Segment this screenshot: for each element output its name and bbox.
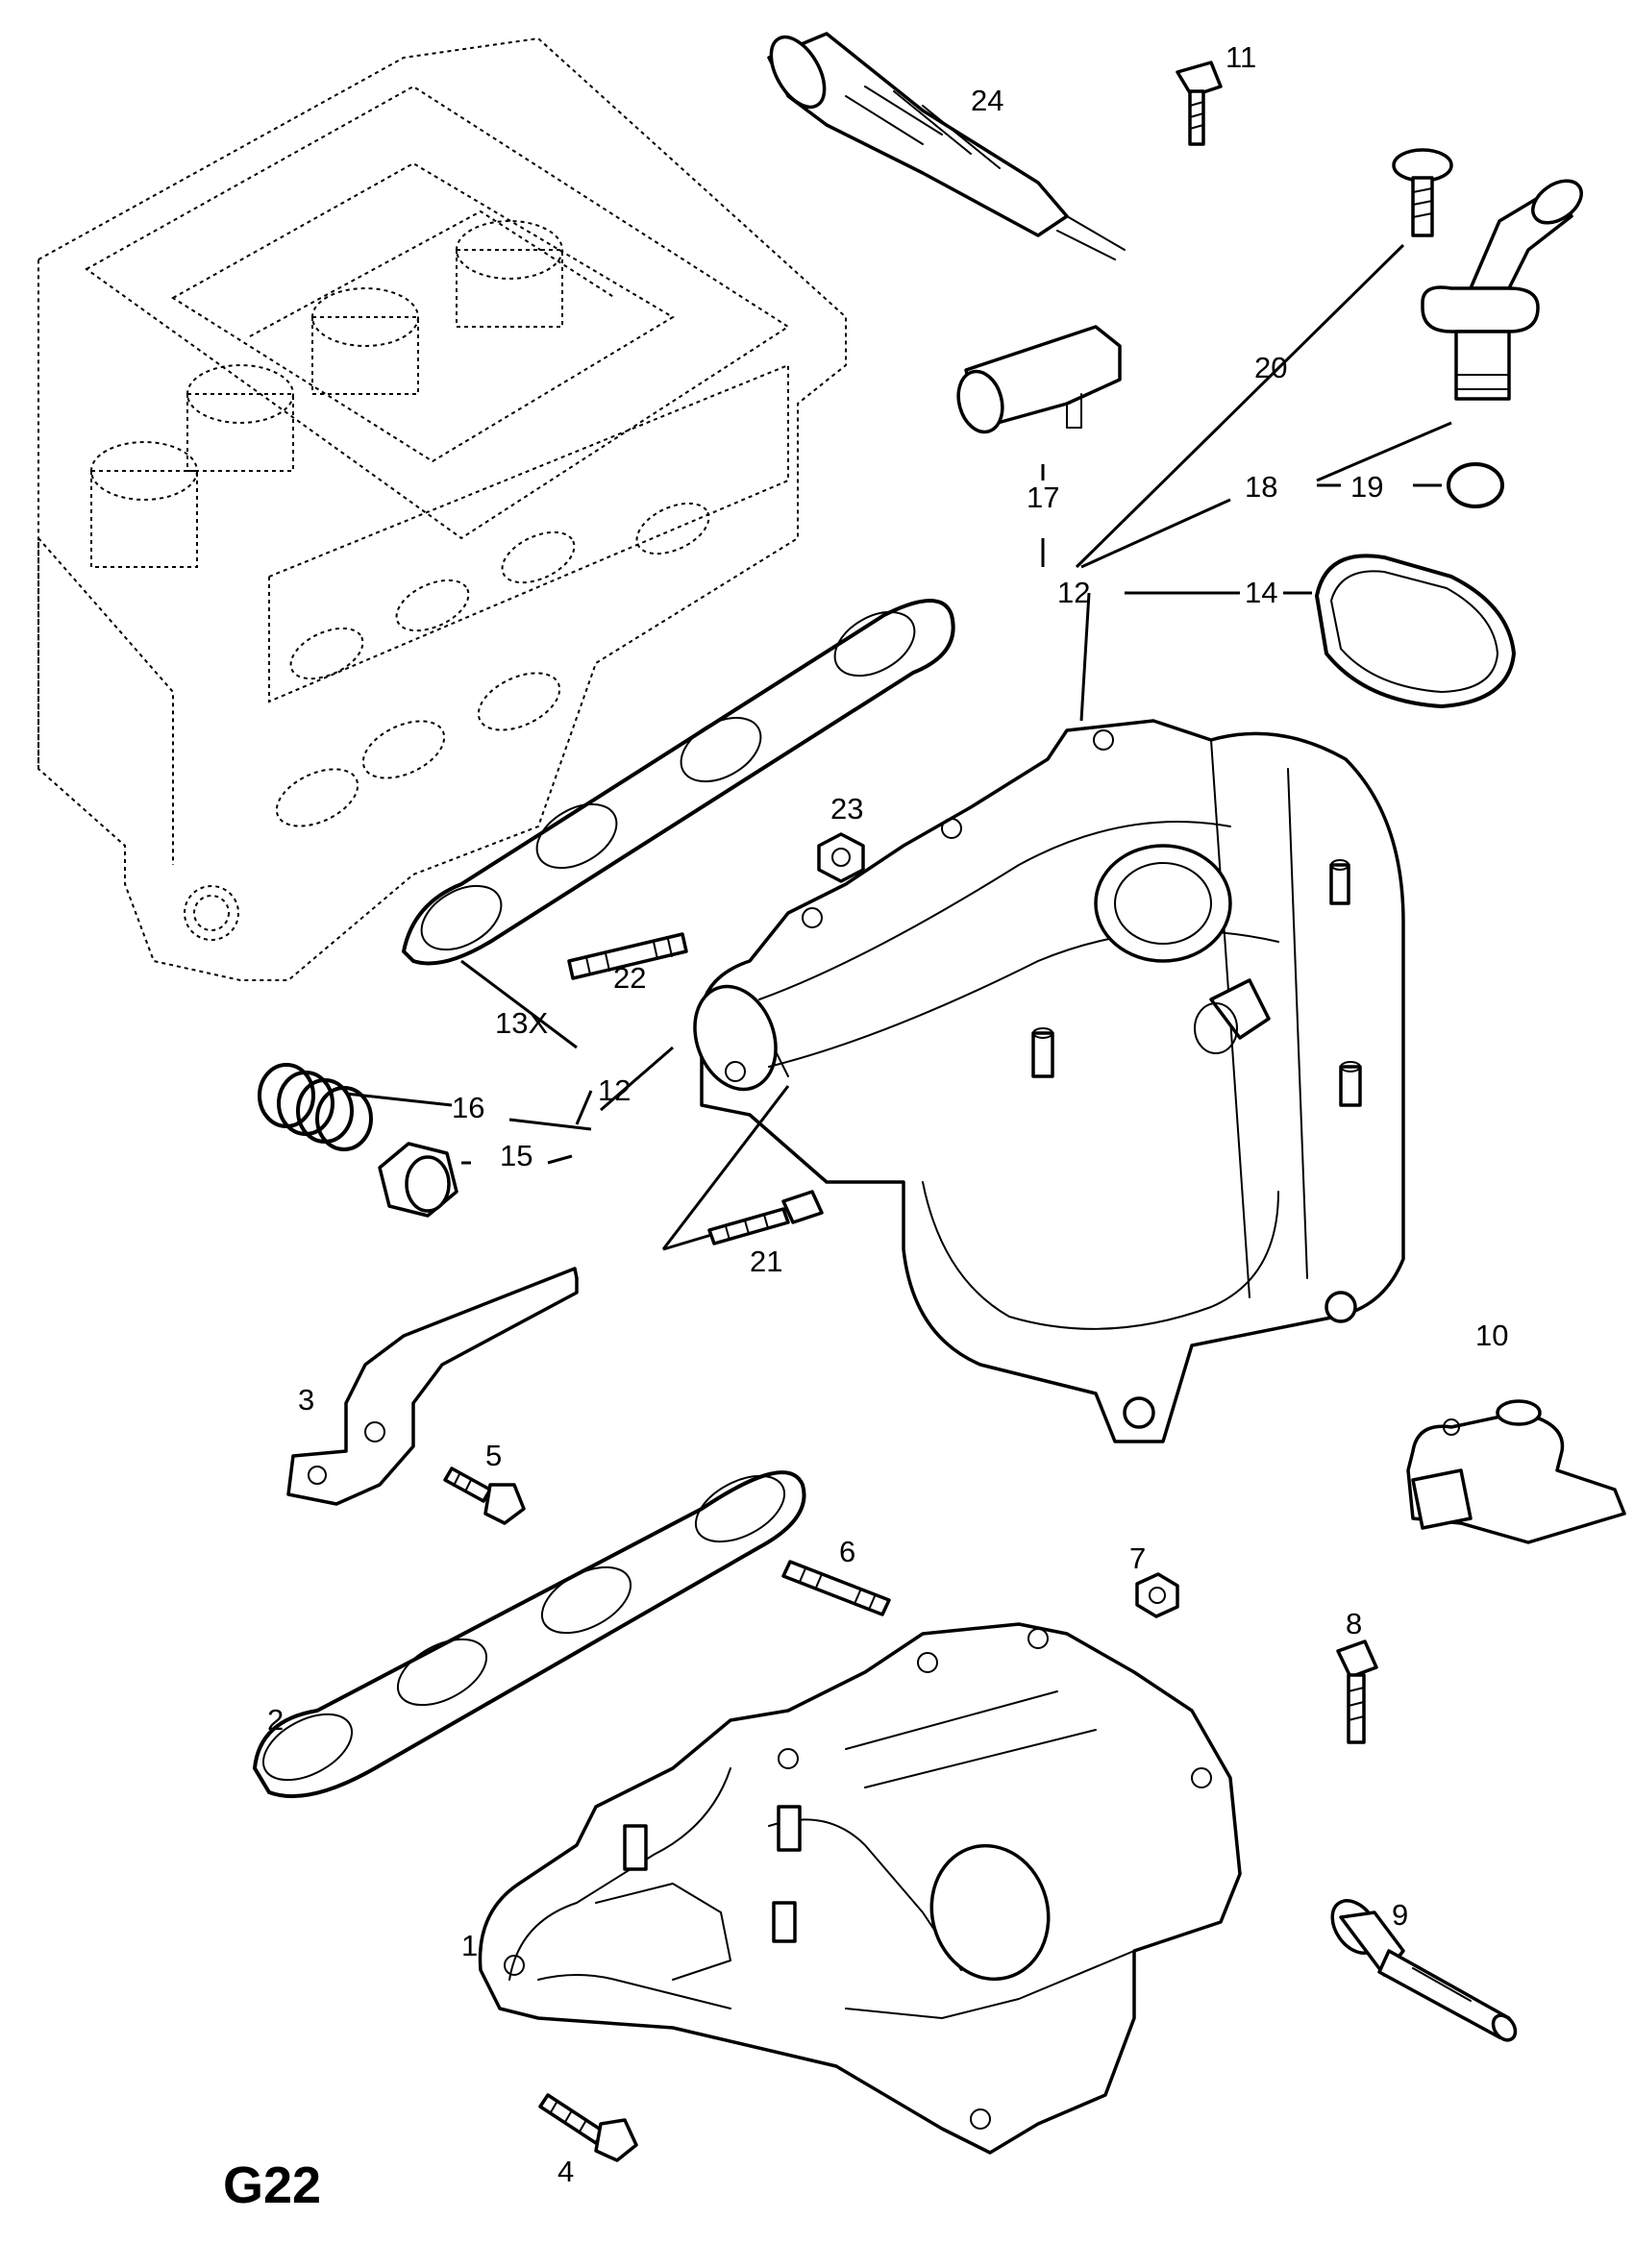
stud-part-6 bbox=[781, 1560, 891, 1616]
bolt-part-4 bbox=[538, 2093, 638, 2162]
bolt-part-8 bbox=[1336, 1639, 1378, 1744]
callout-22: 22 bbox=[613, 961, 646, 995]
callout-12-lower: 12 bbox=[598, 1073, 631, 1107]
intake-gasket-part-13x bbox=[401, 599, 955, 966]
leader-lines bbox=[345, 243, 1452, 1251]
upper-intake-manifold bbox=[693, 719, 1405, 1443]
sensor-probe-part-9 bbox=[1330, 1899, 1518, 2042]
callout-1: 1 bbox=[461, 1929, 478, 1962]
lower-gasket-part-2 bbox=[252, 1470, 806, 1799]
callout-labels: 1 2 3 4 5 6 7 8 9 10 11 12 12 13X 14 15 … bbox=[267, 40, 1508, 2188]
lower-intake-manifold-part-1 bbox=[478, 1622, 1242, 2155]
callout-12-upper: 12 bbox=[1057, 576, 1090, 609]
callout-8: 8 bbox=[1346, 1607, 1362, 1640]
callout-11: 11 bbox=[1226, 40, 1256, 74]
screw-part-20 bbox=[1392, 148, 1453, 237]
callout-24: 24 bbox=[971, 84, 1003, 117]
callout-9: 9 bbox=[1392, 1898, 1408, 1932]
sensor-with-cable-part-24 bbox=[767, 32, 1126, 260]
bolt-part-5 bbox=[443, 1467, 526, 1525]
bolt-part-21 bbox=[707, 1190, 824, 1245]
hex-nut-part-15 bbox=[378, 1142, 458, 1218]
callout-23: 23 bbox=[830, 792, 863, 826]
callout-14: 14 bbox=[1245, 576, 1277, 609]
callout-3: 3 bbox=[298, 1383, 314, 1417]
callout-6: 6 bbox=[839, 1535, 855, 1568]
bracket-part-3 bbox=[286, 1267, 579, 1506]
callout-17: 17 bbox=[1027, 481, 1059, 514]
nut-part-23 bbox=[817, 832, 865, 883]
callout-15: 15 bbox=[500, 1139, 532, 1172]
gasket-part-14 bbox=[1314, 554, 1517, 709]
stud-part-22 bbox=[567, 932, 688, 980]
callout-20: 20 bbox=[1254, 351, 1287, 384]
callout-13x: 13X bbox=[495, 1006, 548, 1040]
nut-part-7 bbox=[1135, 1572, 1179, 1618]
callout-18: 18 bbox=[1245, 470, 1277, 504]
diagram-code: G22 bbox=[223, 2157, 321, 2214]
bolt-part-11 bbox=[1176, 61, 1223, 146]
callout-4: 4 bbox=[557, 2155, 574, 2188]
elbow-fitting-part-18 bbox=[1421, 179, 1583, 401]
sensor-part-10 bbox=[1406, 1399, 1626, 1544]
engine-cylinder-head bbox=[37, 37, 847, 981]
connector-part-17 bbox=[956, 325, 1122, 434]
callout-7: 7 bbox=[1129, 1541, 1146, 1575]
callout-5: 5 bbox=[485, 1439, 502, 1472]
callout-19: 19 bbox=[1350, 470, 1383, 504]
callout-21: 21 bbox=[750, 1245, 782, 1278]
callout-10: 10 bbox=[1475, 1319, 1508, 1352]
callout-2: 2 bbox=[267, 1703, 284, 1737]
callout-16: 16 bbox=[452, 1091, 484, 1124]
o-rings-part-16 bbox=[258, 1063, 373, 1151]
o-ring-part-19 bbox=[1447, 462, 1504, 508]
